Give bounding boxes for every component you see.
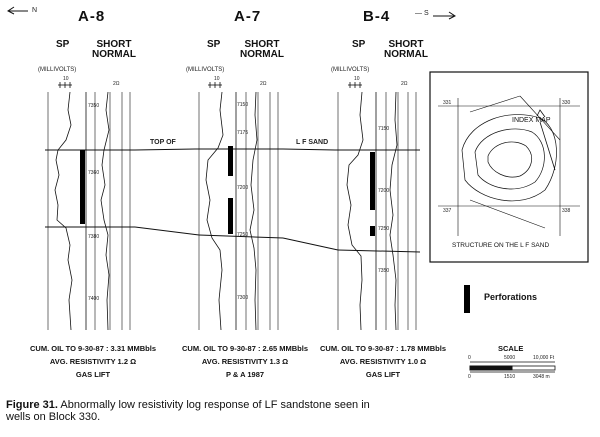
- log-track-b4: [337, 91, 417, 331]
- log-track-a8: [47, 91, 131, 331]
- scale-ft-0: 0: [468, 355, 471, 361]
- map-grid-label-331: 331: [443, 100, 452, 106]
- short-normal-label-a8: SHORT NORMAL: [92, 39, 136, 60]
- depth-a7-2: 7175: [237, 130, 249, 136]
- sp-label-a8: SP: [56, 39, 70, 50]
- depth-a7-4: 7250: [237, 232, 249, 238]
- well-name-a7: A-7: [234, 8, 262, 25]
- index-map: [429, 71, 589, 263]
- perforation-bar-a8: [80, 150, 85, 224]
- scale-ft-2: 10,000 Ft: [533, 355, 555, 361]
- north-label: N: [32, 7, 38, 14]
- figure-caption: Figure 31. Abnormally low resistivity lo…: [6, 399, 386, 423]
- lf-sand-label: L F SAND: [294, 139, 331, 146]
- perforations-legend-label: Perforations: [484, 292, 538, 302]
- top-of-label: TOP OF: [148, 139, 178, 146]
- depth-b4-4: 7350: [378, 268, 390, 274]
- figure-number: Figure 31.: [6, 399, 58, 411]
- perforation-legend-swatch: [464, 285, 470, 313]
- units-a8: (MILLIVOLTS): [38, 67, 77, 73]
- sp-label-a7: SP: [207, 39, 221, 50]
- well-summary-a7: CUM. OIL TO 9-30-87 : 2.65 MMBbls AVG. R…: [170, 342, 320, 381]
- avg-resistivity-a7: AVG. RESISTIVITY 1.3 Ω: [201, 357, 289, 366]
- perforation-bar-b4-lower: [370, 226, 375, 236]
- scale-left-a7: 10: [214, 76, 220, 82]
- scale-m-1: 1510: [504, 374, 516, 380]
- top-lf-sand-line: [45, 148, 420, 151]
- log-track-a7: [198, 91, 279, 331]
- scale-bar: [469, 361, 556, 373]
- depth-a7-5: 7300: [237, 295, 249, 301]
- sp-label-b4: SP: [352, 39, 366, 50]
- depth-a8-3: 7380: [88, 234, 100, 240]
- map-grid-label-337: 337: [443, 208, 452, 214]
- perforation-bar-a7-lower: [228, 198, 233, 234]
- scale-left-b4: 10: [354, 76, 360, 82]
- base-sand-line: [45, 226, 421, 253]
- perforation-bar-b4-upper: [370, 152, 375, 210]
- depth-a8-1: 7350: [88, 103, 100, 109]
- depth-b4-2: 7200: [378, 188, 390, 194]
- avg-resistivity-b4: AVG. RESISTIVITY 1.0 Ω: [339, 357, 427, 366]
- north-arrow: N: [6, 5, 46, 19]
- south-arrow: — S: [415, 10, 485, 24]
- scale-right-a8: 2Ω: [113, 81, 120, 87]
- depth-b4-1: 7150: [378, 126, 390, 132]
- well-name-b4: B-4: [363, 8, 391, 25]
- scale-right-a7: 2Ω: [260, 81, 267, 87]
- south-arrow-icon: [433, 11, 456, 20]
- depth-a7-1: 7150: [237, 102, 249, 108]
- status-a7: P & A 1987: [225, 370, 265, 379]
- map-grid-label-338: 338: [562, 208, 571, 214]
- cum-oil-b4: CUM. OIL TO 9-30-87 : 1.78 MMBbls: [319, 344, 446, 353]
- figure-caption-text: Abnormally low resistivity log response …: [6, 399, 370, 423]
- index-map-subtitle: STRUCTURE ON THE L F SAND: [452, 242, 550, 249]
- scale-m-0: 0: [468, 374, 471, 380]
- status-a8: GAS LIFT: [75, 370, 111, 379]
- status-b4: GAS LIFT: [365, 370, 401, 379]
- cum-oil-a7: CUM. OIL TO 9-30-87 : 2.65 MMBbls: [181, 344, 308, 353]
- depth-a7-3: 7200: [237, 185, 249, 191]
- index-map-title: INDEX MAP: [512, 117, 551, 124]
- well-name-a8: A-8: [78, 8, 106, 25]
- well-summary-a8: CUM. OIL TO 9-30-87 : 3.31 MMBbls AVG. R…: [18, 342, 168, 381]
- perforation-bar-a7-upper: [228, 146, 233, 176]
- short-normal-label-b4: SHORT NORMAL: [384, 39, 428, 60]
- depth-a8-2: 7360: [88, 170, 100, 176]
- well-summary-b4: CUM. OIL TO 9-30-87 : 1.78 MMBbls AVG. R…: [308, 342, 458, 381]
- north-arrow-icon: [7, 6, 28, 15]
- south-label: S: [424, 10, 429, 17]
- scale-title: SCALE: [498, 344, 524, 353]
- short-normal-label-a7: SHORT NORMAL: [240, 39, 284, 60]
- map-grid-label-330: 330: [562, 100, 571, 106]
- units-a7: (MILLIVOLTS): [186, 67, 225, 73]
- depth-b4-3: 7250: [378, 226, 390, 232]
- depth-a8-4: 7400: [88, 296, 100, 302]
- scale-right-b4: 2Ω: [401, 81, 408, 87]
- units-b4: (MILLIVOLTS): [331, 67, 370, 73]
- perforations: [80, 146, 375, 236]
- scale-ft-1: 5000: [504, 355, 516, 361]
- scale-left-a8: 10: [63, 76, 69, 82]
- cum-oil-a8: CUM. OIL TO 9-30-87 : 3.31 MMBbls: [29, 344, 156, 353]
- scale-m-2: 3048 m: [533, 374, 550, 380]
- avg-resistivity-a8: AVG. RESISTIVITY 1.2 Ω: [49, 357, 137, 366]
